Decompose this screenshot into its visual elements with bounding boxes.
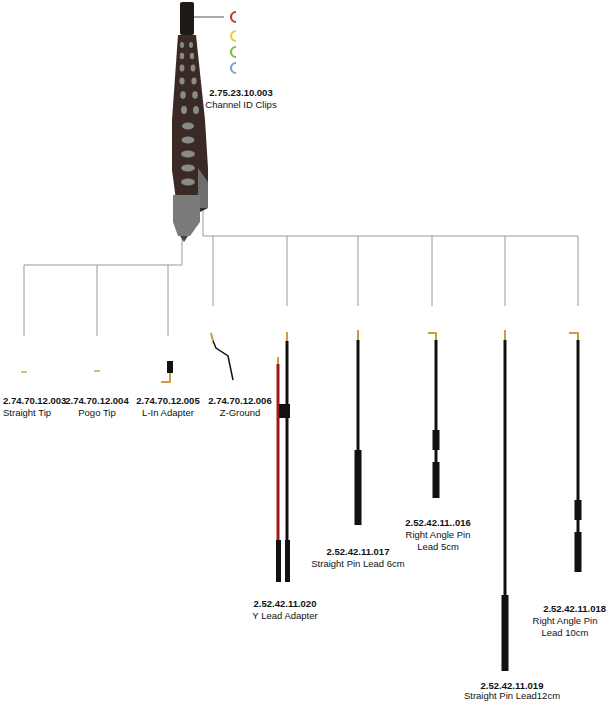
tips <box>21 333 233 382</box>
pogo-tip-collar <box>94 370 100 371</box>
part-name: L-In Adapter <box>142 407 194 419</box>
pogo-tip <box>96 365 99 382</box>
y-lead-red-sleeve <box>276 540 281 582</box>
lead-12cm-wire <box>504 340 507 595</box>
part-name: Pogo Tip <box>78 407 116 419</box>
lead-6cm-tip <box>357 330 359 340</box>
channel-id-clips <box>194 12 236 73</box>
part-number: 2.75.23.10.003 <box>209 87 272 99</box>
part-number: 2.74.70.12.003 <box>3 395 66 407</box>
part-number: 2.52.42.11.017 <box>327 546 390 558</box>
lead-10cm-joint <box>575 500 582 520</box>
part-name: Channel ID Clips <box>205 99 276 111</box>
part-number: 2.52.42.11..016 <box>405 517 471 529</box>
part-number: 2.74.70.12.004 <box>65 395 128 407</box>
part-number: 2.52.42.11.018 <box>543 603 606 615</box>
l-in-pin <box>161 373 170 382</box>
straight-tip <box>23 365 26 382</box>
part-name: Right Angle Pin Lead 5cm <box>397 529 479 553</box>
lead-6cm-sleeve <box>355 450 362 525</box>
lead-tree <box>203 208 578 306</box>
probe-nose <box>173 195 200 236</box>
part-name: Straight Tip <box>3 407 51 419</box>
y-lead-black-sleeve <box>285 540 290 582</box>
grip-ovals <box>179 42 199 186</box>
part-name: Y Lead Adapter <box>252 610 317 622</box>
part-number: 2.52.42.11.020 <box>254 598 317 610</box>
lead-5cm-sleeve <box>433 462 440 498</box>
y-lead-red-tip <box>277 357 279 364</box>
blue-clip <box>231 63 236 73</box>
lead-5cm-tip <box>428 333 436 340</box>
tip-tree <box>24 238 182 336</box>
part-name: Straight Pin Lead 6cm <box>311 558 404 570</box>
yellow-clip <box>231 31 236 41</box>
lead-10cm-tip <box>569 333 578 340</box>
part-name: Straight Pin Lead12cm <box>464 690 560 702</box>
y-lead-junction <box>279 404 290 418</box>
part-name: Z-Ground <box>220 407 261 419</box>
lead-10cm-wire <box>577 340 580 500</box>
clip-leader <box>194 17 224 18</box>
lead-12cm-sleeve <box>502 595 509 671</box>
lead-10cm-sleeve <box>575 532 582 572</box>
lead-5cm-joint <box>433 430 440 450</box>
l-in-body <box>167 361 173 373</box>
part-number: 2.74.70.12.006 <box>208 395 271 407</box>
lead-6cm-wire <box>357 340 360 450</box>
lead-5cm-wire <box>435 450 438 462</box>
lead-5cm-wire <box>435 340 438 430</box>
part-number: 2.74.70.12.005 <box>136 395 199 407</box>
probe-handle <box>172 35 208 215</box>
probe-body <box>172 2 208 242</box>
z-ground-tip <box>211 333 213 341</box>
lead-10cm-wire <box>577 520 580 532</box>
z-ground-wire <box>213 341 233 380</box>
probe-tip <box>180 236 188 242</box>
y-lead-tip <box>286 332 288 341</box>
part-name: Right Angle Pin Lead 10cm <box>524 615 606 639</box>
red-clip <box>231 12 236 22</box>
green-clip <box>231 47 236 57</box>
tree-lines <box>24 208 578 336</box>
probe-cap <box>180 2 194 35</box>
lead-12cm-tip <box>504 330 506 340</box>
straight-tip-collar <box>21 371 27 372</box>
